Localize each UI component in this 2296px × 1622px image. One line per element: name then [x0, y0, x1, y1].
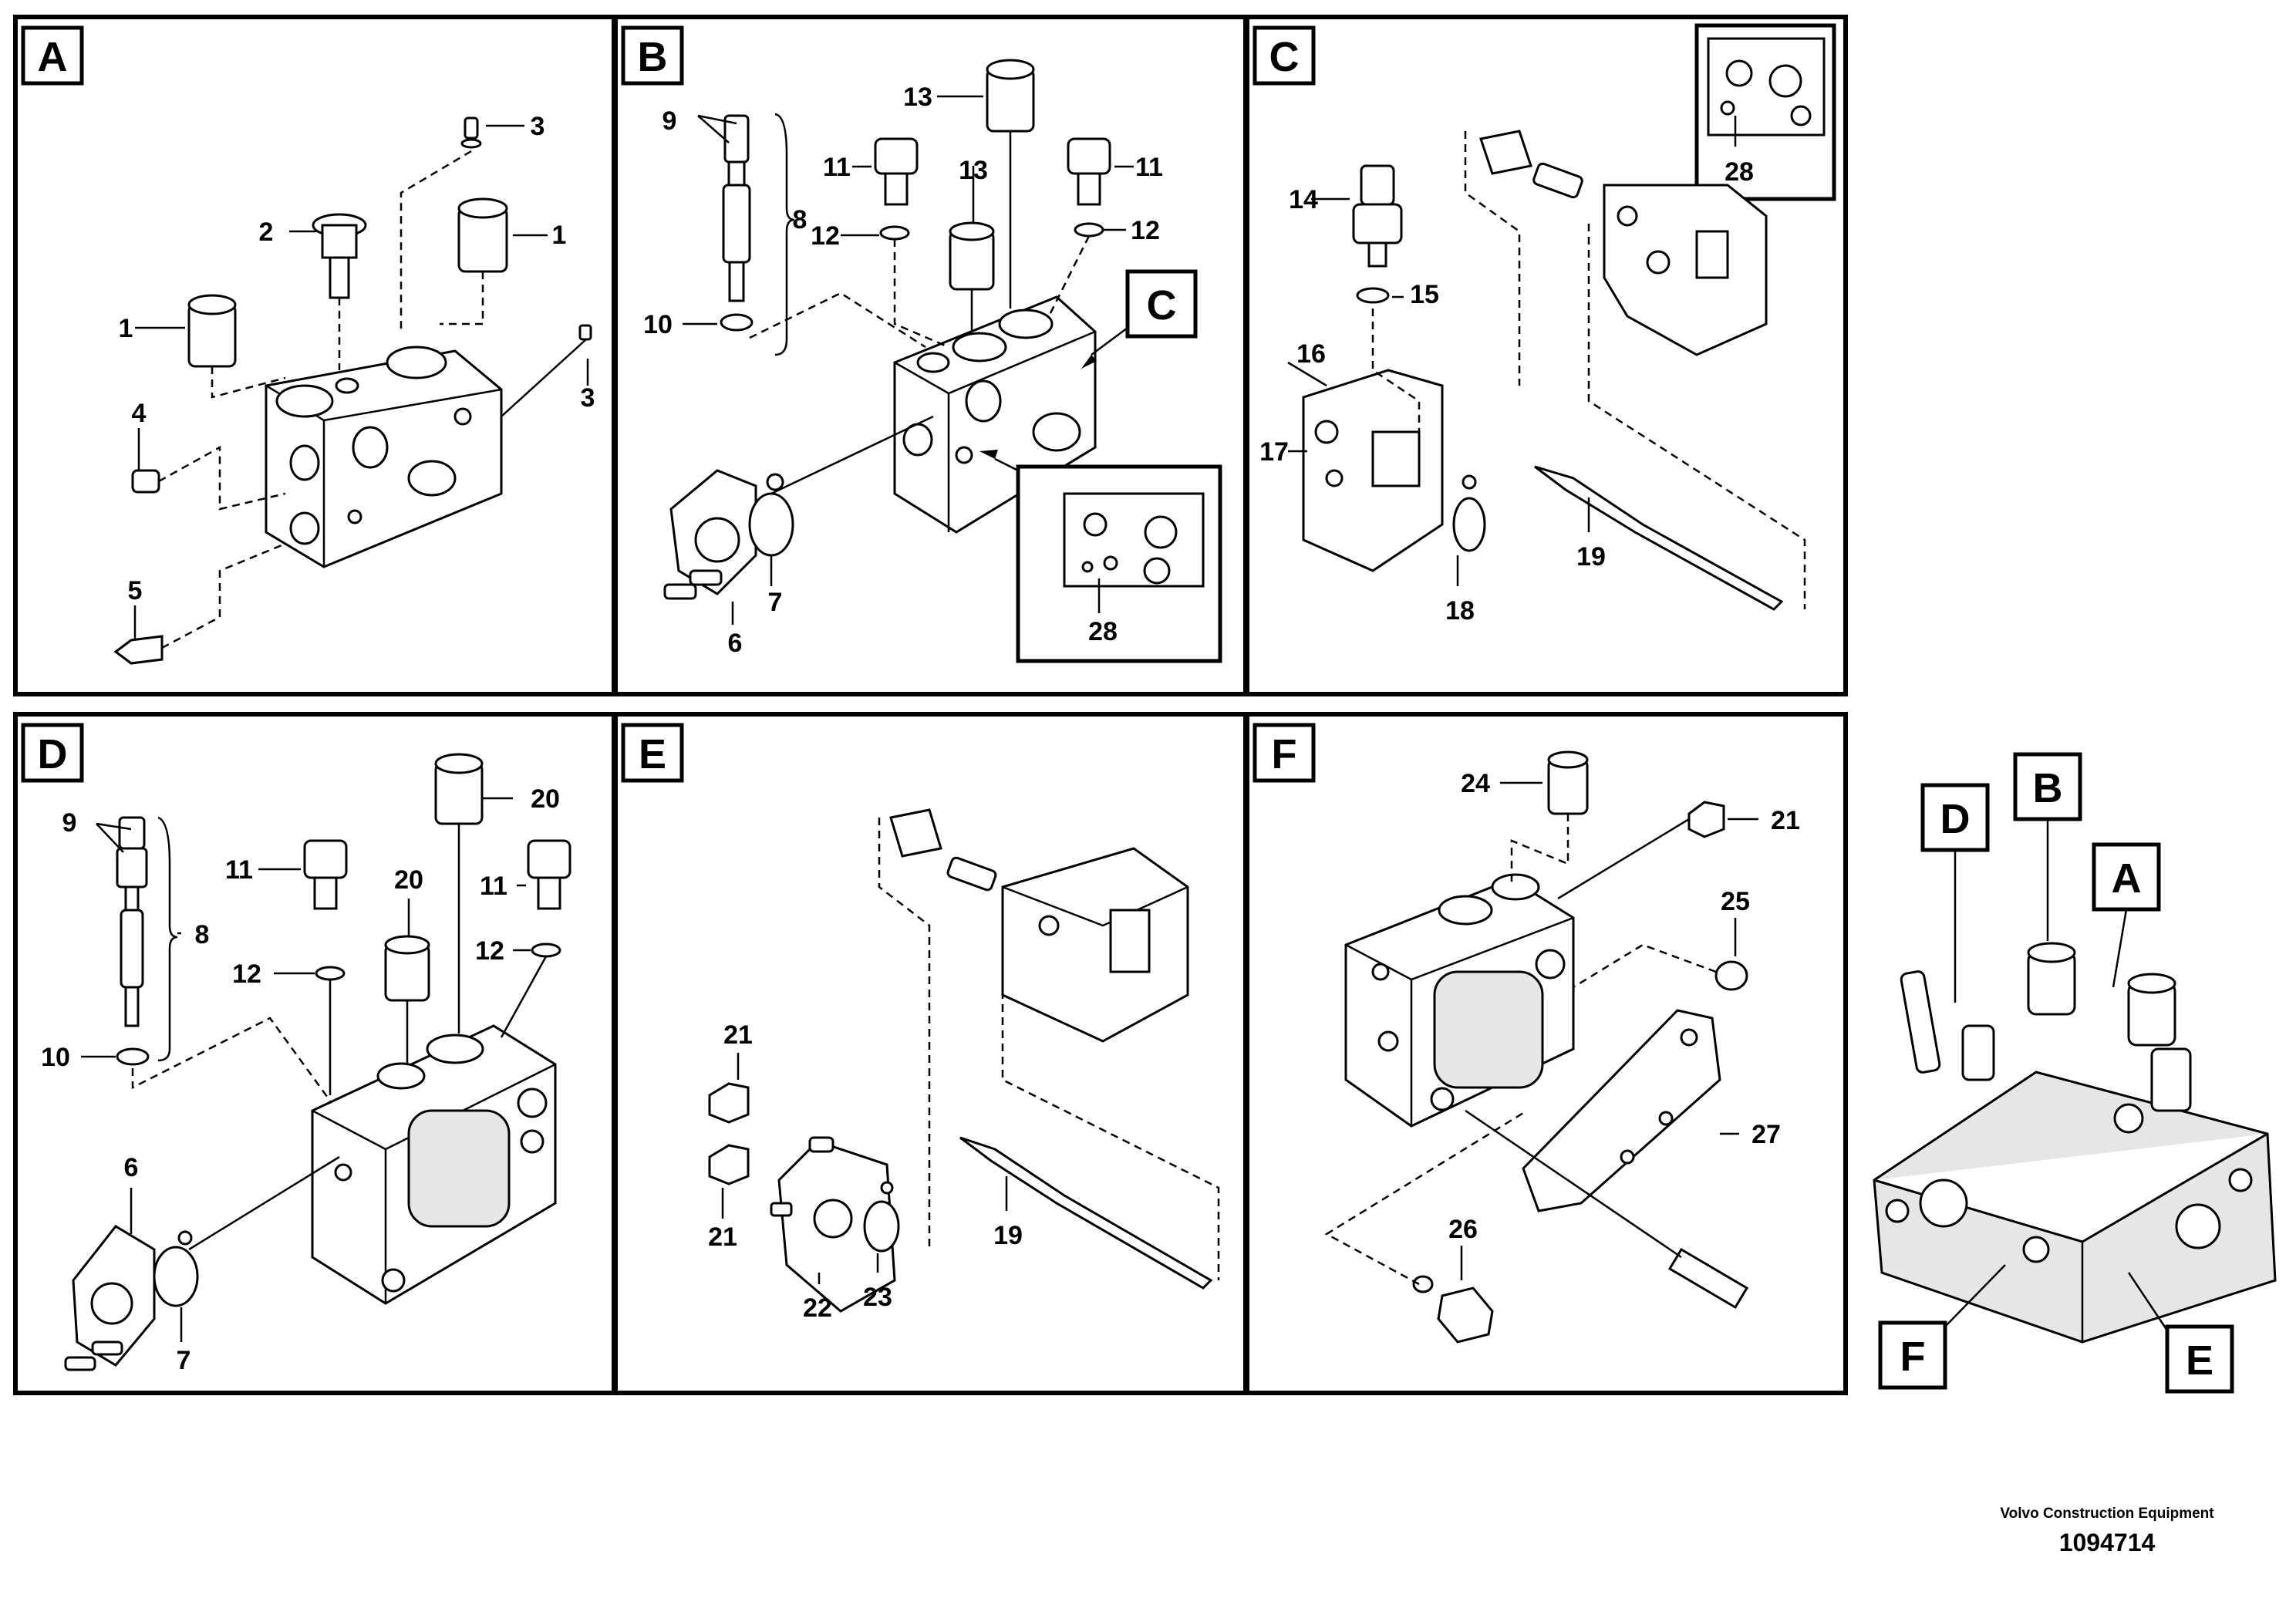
overview-letter-f: F — [1878, 1264, 2006, 1390]
svg-text:B: B — [638, 34, 668, 80]
panel-d-drawing: 9 20 11 20 11 8 12 12 10 — [41, 753, 571, 1375]
svg-text:6: 6 — [728, 629, 743, 658]
svg-text:21: 21 — [708, 1222, 737, 1252]
svg-text:13: 13 — [903, 83, 932, 112]
svg-text:6: 6 — [124, 1153, 139, 1182]
svg-text:19: 19 — [1576, 542, 1606, 572]
panel-letter-f: F — [1253, 723, 1316, 783]
panel-c-frame — [1245, 15, 1848, 696]
svg-text:26: 26 — [1448, 1215, 1478, 1244]
svg-text:C: C — [1147, 282, 1177, 329]
svg-text:8: 8 — [793, 205, 807, 234]
panel-e-drawing: 21 21 19 22 23 — [708, 808, 1220, 1323]
overview-letter-e: E — [2127, 1272, 2234, 1394]
panel-f-drawing: 24 21 25 27 26 — [1324, 750, 1800, 1344]
svg-text:C: C — [1269, 34, 1300, 80]
overview-assembly — [1873, 942, 2277, 1344]
svg-text:28: 28 — [1088, 617, 1118, 646]
svg-text:E: E — [2186, 1337, 2213, 1384]
overview-letter-a: A — [2092, 842, 2161, 988]
svg-text:9: 9 — [663, 106, 677, 136]
panel-letter-b: B — [621, 25, 684, 86]
svg-text:13: 13 — [959, 156, 988, 185]
svg-text:3: 3 — [581, 383, 595, 413]
svg-text:D: D — [1940, 796, 1971, 842]
drawing-id: 1094714 — [2058, 1529, 2156, 1556]
panel-c-drawing: 28 14 15 16 17 — [1259, 23, 1836, 626]
svg-text:4: 4 — [132, 399, 147, 428]
svg-text:10: 10 — [643, 310, 673, 339]
svg-text:15: 15 — [1410, 280, 1439, 309]
overview-letter-d: D — [1920, 783, 1990, 1003]
svg-text:16: 16 — [1296, 339, 1326, 369]
svg-text:11: 11 — [480, 872, 507, 901]
panel-letter-c: C — [1253, 25, 1316, 86]
svg-text:11: 11 — [1135, 153, 1163, 182]
panel-a-drawing: 3 2 1 1 4 3 5 — [113, 112, 595, 665]
footer: Volvo Construction Equipment 1094714 — [1991, 1506, 2223, 1557]
panel-b-drawing: 9 13 11 13 11 8 12 12 10 C 7 6 28 — [643, 59, 1222, 663]
panel-letter-a: A — [21, 25, 84, 86]
panel-f-frame — [1245, 712, 1848, 1395]
svg-text:20: 20 — [394, 865, 423, 895]
svg-text:20: 20 — [531, 784, 560, 814]
svg-text:11: 11 — [225, 855, 253, 885]
panel-letter-e: E — [621, 723, 684, 783]
svg-text:A: A — [38, 34, 68, 80]
svg-text:27: 27 — [1752, 1120, 1781, 1149]
svg-text:21: 21 — [723, 1020, 753, 1050]
svg-text:18: 18 — [1445, 596, 1475, 626]
overview-letter-b: B — [2013, 752, 2082, 941]
svg-text:7: 7 — [177, 1346, 191, 1375]
svg-text:12: 12 — [811, 221, 840, 251]
company-name: Volvo Construction Equipment — [2000, 1506, 2214, 1522]
svg-text:11: 11 — [823, 153, 851, 182]
svg-text:17: 17 — [1259, 437, 1289, 467]
svg-text:22: 22 — [803, 1293, 832, 1323]
svg-text:28: 28 — [1725, 157, 1754, 187]
svg-text:14: 14 — [1289, 185, 1318, 214]
svg-text:7: 7 — [768, 588, 783, 617]
svg-text:12: 12 — [1131, 216, 1160, 245]
svg-text:10: 10 — [41, 1043, 70, 1072]
svg-text:21: 21 — [1771, 806, 1800, 835]
svg-text:3: 3 — [531, 112, 545, 141]
svg-text:9: 9 — [62, 808, 77, 838]
svg-text:A: A — [2112, 855, 2142, 902]
svg-text:12: 12 — [232, 959, 261, 989]
svg-text:19: 19 — [993, 1221, 1023, 1250]
svg-text:5: 5 — [128, 576, 143, 605]
svg-text:8: 8 — [195, 920, 210, 949]
svg-text:F: F — [1900, 1334, 1926, 1380]
svg-text:2: 2 — [259, 218, 274, 247]
svg-text:24: 24 — [1461, 769, 1490, 798]
svg-text:E: E — [639, 731, 666, 777]
svg-text:25: 25 — [1721, 887, 1750, 916]
svg-text:1: 1 — [552, 221, 567, 250]
svg-text:F: F — [1272, 731, 1297, 777]
svg-text:23: 23 — [863, 1283, 892, 1312]
panel-a-frame — [13, 15, 616, 696]
panel-letter-d: D — [21, 723, 84, 783]
svg-text:B: B — [2033, 765, 2063, 811]
svg-text:1: 1 — [119, 314, 133, 343]
svg-text:12: 12 — [475, 936, 504, 966]
svg-text:D: D — [38, 731, 68, 777]
